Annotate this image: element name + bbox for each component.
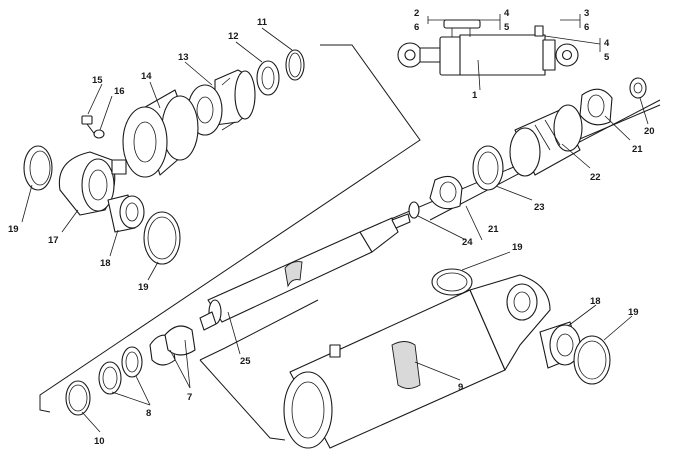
callout-8: 8 bbox=[146, 408, 151, 419]
callout-13: 13 bbox=[178, 52, 189, 63]
callout-4-right: 4 bbox=[604, 38, 610, 49]
callout-11: 11 bbox=[257, 17, 268, 28]
callout-1: 1 bbox=[472, 90, 478, 101]
part-18-bushing-right bbox=[539, 321, 581, 369]
part-21-split-ring-right bbox=[579, 88, 613, 126]
callout-15: 15 bbox=[92, 75, 103, 86]
callout-19-center: 19 bbox=[138, 282, 149, 293]
part-19-ring-barrel bbox=[431, 268, 473, 296]
callout-23: 23 bbox=[534, 202, 545, 213]
callout-2: 2 bbox=[414, 8, 419, 19]
part-19-ring-left bbox=[23, 145, 53, 191]
callout-14: 14 bbox=[141, 71, 152, 82]
part-12-washer bbox=[256, 60, 280, 96]
callout-17: 17 bbox=[48, 235, 59, 246]
part-17-rod-eye bbox=[58, 151, 127, 216]
callout-4-left: 4 bbox=[504, 8, 510, 19]
callout-10: 10 bbox=[94, 436, 105, 447]
assembled-cylinder bbox=[397, 19, 579, 76]
callout-6-left: 6 bbox=[414, 22, 419, 33]
part-14-gland bbox=[122, 89, 199, 178]
part-24-o-ring bbox=[408, 201, 420, 219]
part-23-seal bbox=[472, 145, 504, 191]
callout-22: 22 bbox=[590, 172, 601, 183]
part-9-cylinder-barrel bbox=[283, 274, 551, 449]
part-21-split-ring-center bbox=[429, 175, 463, 210]
part-20-nut bbox=[629, 77, 647, 99]
part-18-bushing-left bbox=[107, 194, 145, 233]
callout-25: 25 bbox=[240, 356, 251, 367]
leader-lines bbox=[21, 14, 649, 433]
callout-18-left: 18 bbox=[100, 258, 111, 269]
callout-21-right: 21 bbox=[632, 144, 643, 155]
callout-3: 3 bbox=[584, 8, 589, 19]
part-10-snap-ring bbox=[65, 380, 91, 416]
callout-19-right: 19 bbox=[628, 307, 639, 318]
callout-7: 7 bbox=[187, 392, 192, 403]
callout-18-right: 18 bbox=[590, 296, 601, 307]
part-7-split-rings bbox=[149, 325, 196, 366]
part-19-ring-center bbox=[143, 211, 181, 265]
callout-5-right: 5 bbox=[604, 52, 610, 63]
callout-12: 12 bbox=[228, 31, 239, 42]
part-16-nut bbox=[93, 129, 105, 139]
callout-16: 16 bbox=[114, 86, 125, 97]
callout-21-center: 21 bbox=[488, 224, 499, 235]
callout-5-left: 5 bbox=[504, 22, 510, 33]
part-8-washers bbox=[98, 346, 143, 395]
callout-24: 24 bbox=[462, 237, 473, 248]
callout-20: 20 bbox=[644, 126, 655, 137]
callout-19-left: 19 bbox=[8, 224, 19, 235]
callout-9: 9 bbox=[458, 382, 463, 393]
callout-19-barrel: 19 bbox=[512, 242, 523, 253]
callout-6-right: 6 bbox=[584, 22, 589, 33]
part-19-ring-right bbox=[573, 335, 611, 385]
callout-labels: 1 2 6 4 5 3 6 4 5 11 12 13 14 15 16 19 1… bbox=[8, 8, 655, 447]
part-22-piston bbox=[509, 104, 583, 177]
part-25-piston-rod bbox=[199, 213, 411, 331]
part-11-snap-ring bbox=[285, 49, 305, 81]
